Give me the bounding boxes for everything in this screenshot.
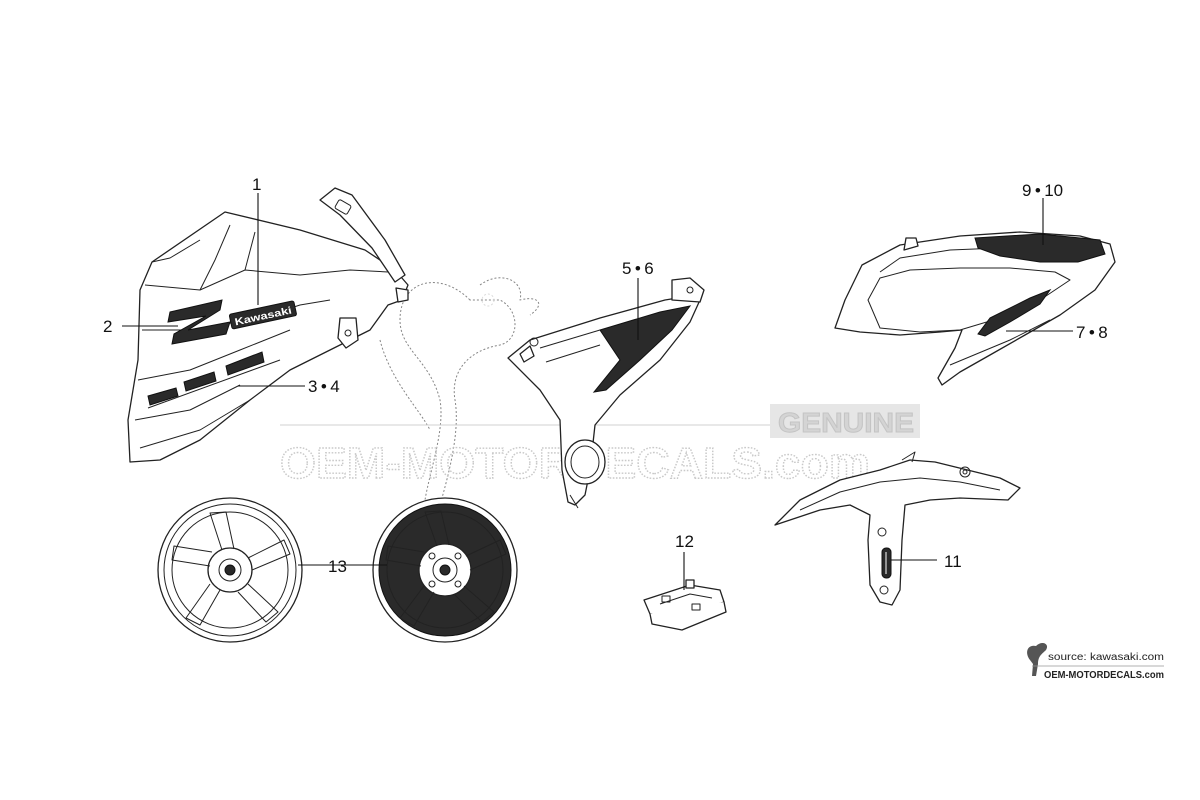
front-fender-part: [774, 451, 1021, 606]
callout-3-4: 3 • 4: [308, 377, 340, 396]
source-credit-line: source: kawasaki.com: [1048, 652, 1164, 663]
source-bird-icon: [1027, 643, 1048, 676]
watermark-bird-logo: [379, 277, 540, 506]
tail-section-part: [834, 231, 1116, 386]
callout-leaders: [122, 193, 1073, 590]
z-logo-decal: Z: [167, 299, 231, 345]
callout-numbers: 1 2 3 • 4 5 • 6 9 • 10 7 • 8 12 13 11: [103, 175, 1108, 576]
callout-11: 11: [944, 552, 962, 571]
clip-part: [643, 579, 727, 631]
callout-2: 2: [103, 317, 112, 336]
callout-13: 13: [328, 557, 347, 576]
callout-7-8: 7 • 8: [1076, 323, 1108, 342]
source-credit: source: kawasaki.com OEM-MOTORDECALS.com: [1027, 643, 1164, 681]
side-stripe-decals: [147, 351, 281, 409]
rear-wheel-part: [157, 497, 303, 643]
watermark-genuine-badge: GENUINE: [778, 407, 914, 438]
callout-1: 1: [252, 175, 261, 194]
callout-5-6: 5 • 6: [622, 259, 654, 278]
side-panel-part: [507, 277, 705, 509]
callout-9-10: 9 • 10: [1022, 181, 1063, 200]
callout-12: 12: [675, 532, 694, 551]
front-cowl-part: Z Kawasaki: [127, 187, 409, 463]
watermark-genuine-plate: [770, 404, 920, 438]
front-wheel-part: [372, 497, 518, 643]
source-site-line: OEM-MOTORDECALS.com: [1044, 670, 1164, 681]
